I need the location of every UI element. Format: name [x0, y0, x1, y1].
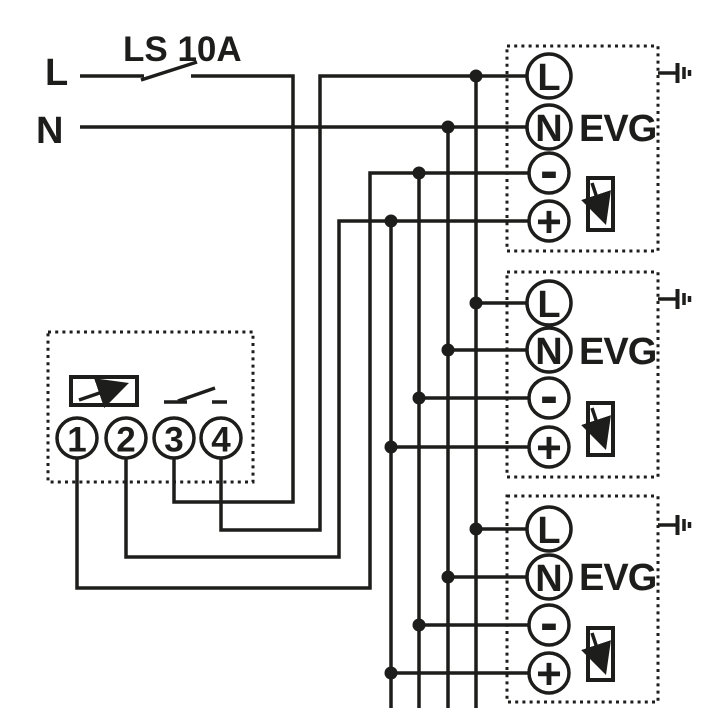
ballast-1-L-label: L: [537, 57, 560, 99]
ballast-3-minus-label: -: [540, 593, 558, 653]
wire-control-minus: [75, 171, 529, 590]
ballast-3-terminal-L: [525, 505, 573, 553]
ballast-3-L-label: L: [537, 510, 560, 552]
ballast-2-label: EVG: [579, 331, 656, 373]
controller-terminal-3: [152, 416, 196, 460]
ballast-3-label: EVG: [579, 557, 656, 599]
terminal-1-label: 1: [67, 421, 86, 460]
ballast-2-L-label: L: [537, 284, 560, 326]
controller-box: [46, 330, 255, 484]
ballast-3-plus-label: +: [536, 650, 562, 699]
junction-dot: [384, 214, 398, 228]
ballast-2-box: [505, 270, 660, 479]
earth-ground-icon: [658, 289, 692, 309]
ballast-2-terminal-minus: [527, 376, 571, 420]
earth-ground-icon: [658, 515, 692, 535]
controller-terminal-2: [104, 416, 148, 460]
ballast-3-terminal-N: [525, 553, 573, 601]
ballast-2-terminal-N: [525, 326, 573, 374]
junction-dot: [469, 522, 483, 536]
lamp-icon: [581, 176, 615, 232]
ballast-2-N-label: N: [535, 331, 562, 373]
controller-terminal-4: [199, 416, 243, 460]
junction-dot: [441, 120, 455, 134]
junction-dots: [384, 69, 483, 680]
controller-unit: 1 2 3 4: [46, 330, 255, 484]
junction-dot: [469, 296, 483, 310]
junction-dot: [412, 166, 426, 180]
wires: [75, 60, 529, 708]
wire-control-plus: [124, 219, 529, 559]
ballast-1-label: EVG: [579, 108, 656, 150]
junction-dot: [412, 618, 426, 632]
junction-dot: [412, 391, 426, 405]
ballast-1-terminal-plus: [527, 199, 571, 243]
ballast-3-terminal-minus: [527, 603, 571, 647]
junction-dot: [441, 343, 455, 357]
controller-terminal-1: [55, 416, 99, 460]
ballast-3-terminal-plus: [527, 651, 571, 695]
line-supply-label: L: [45, 52, 68, 94]
terminal-4-label: 4: [211, 421, 231, 460]
terminal-3-label: 3: [164, 421, 183, 460]
lamp-icon: [581, 401, 615, 457]
ballast-1: L N - + EVG: [505, 44, 692, 253]
ballast-2-terminal-plus: [527, 425, 571, 469]
wire-switched-line: [219, 74, 527, 532]
ballast-1-N-label: N: [535, 108, 562, 150]
lamp-icon: [581, 626, 615, 682]
terminal-2-label: 2: [116, 421, 135, 460]
ballast-1-terminal-L: [525, 52, 573, 100]
ballast-1-box: [505, 44, 660, 253]
ballast-1-plus-label: +: [536, 198, 562, 247]
ballast-2-plus-label: +: [536, 424, 562, 473]
potentiometer-icon: [69, 375, 139, 409]
ballast-3: L N - + EVG: [505, 494, 692, 704]
ballast-3-box: [505, 494, 660, 704]
ballast-1-terminal-N: [525, 103, 573, 151]
junction-dot: [441, 570, 455, 584]
wire-line-to-terminal3: [172, 74, 295, 504]
circuit-breaker-label: LS 10A: [123, 30, 242, 69]
ballast-2: L N - + EVG: [505, 270, 692, 479]
neutral-supply-label: N: [36, 110, 63, 152]
switch-contact-icon: [164, 386, 227, 404]
junction-dot: [469, 69, 483, 83]
earth-ground-icon: [658, 63, 692, 83]
ballast-2-terminal-L: [525, 279, 573, 327]
ballast-1-minus-label: -: [540, 141, 558, 201]
ballast-2-minus-label: -: [540, 366, 558, 426]
ballast-1-terminal-minus: [527, 151, 571, 195]
ballast-3-N-label: N: [535, 558, 562, 600]
junction-dot: [384, 440, 398, 454]
junction-dot: [384, 666, 398, 680]
circuit-breaker-blade: [140, 60, 198, 82]
